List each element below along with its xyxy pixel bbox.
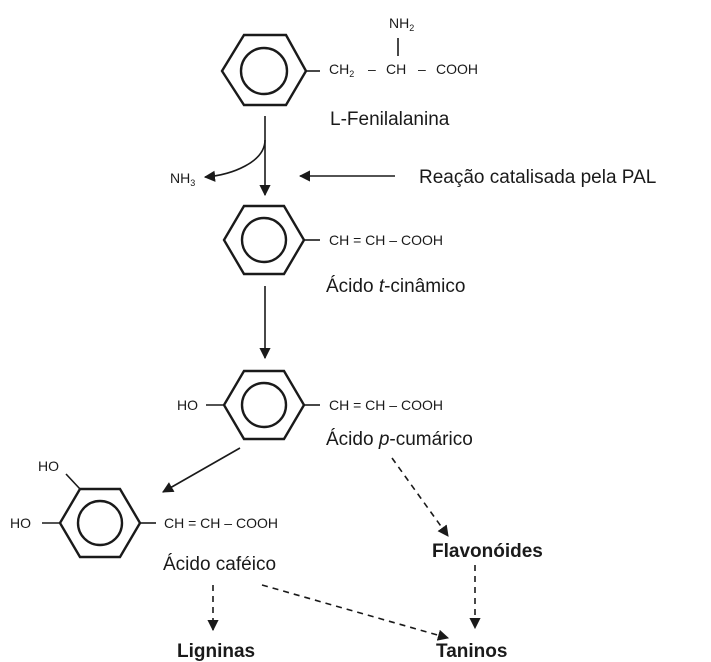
caffeic-label: Ácido caféico (163, 554, 276, 575)
phenylalanine-label: L-Fenilalanina (330, 109, 450, 130)
coumaric-ring (222, 369, 306, 441)
enzyme-note: Reação catalisada pela PAL (419, 167, 656, 188)
cinnamic-ring (222, 204, 306, 276)
arrow-coumaric-to-caffeic (162, 447, 241, 493)
nh3-release-arrow (203, 139, 266, 182)
phe-dash-1: – (368, 61, 376, 77)
coumaric-chain: CH = CH – COOH (329, 397, 443, 413)
caffeic-oh-top-bond (65, 473, 81, 490)
arrow-coumaric-to-flavonoids (391, 457, 449, 537)
phe-dash-2: – (418, 61, 426, 77)
lignins-label: Ligninas (177, 641, 255, 662)
caffeic-ho-top: HO (38, 458, 59, 474)
phe-cooh: COOH (436, 61, 478, 77)
nh3-byproduct: NH3 (170, 170, 195, 188)
arrow-caffeic-to-tannins (261, 584, 450, 641)
phe-amine: NH2 (389, 15, 414, 33)
cinnamic-label: Ácido t-cinâmico (326, 276, 465, 297)
phe-ch: CH (386, 61, 406, 77)
caffeic-ring (58, 487, 142, 559)
cinnamic-chain: CH = CH – COOH (329, 232, 443, 248)
phenylalanine-ring (220, 33, 308, 107)
coumaric-label: Ácido p-cumárico (326, 429, 473, 450)
coumaric-ho: HO (177, 397, 198, 413)
caffeic-chain: CH = CH – COOH (164, 515, 278, 531)
phe-ch2: CH2 (329, 61, 354, 79)
caffeic-ho-left: HO (10, 515, 31, 531)
flavonoids-label: Flavonóides (432, 541, 543, 562)
tannins-label: Taninos (436, 641, 507, 662)
